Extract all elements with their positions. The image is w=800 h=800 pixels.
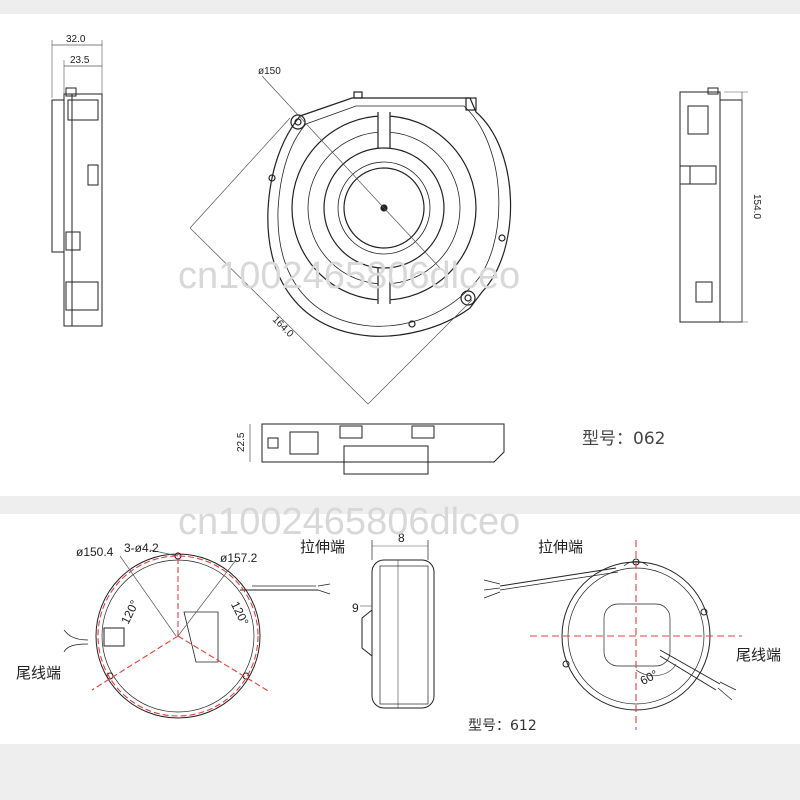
dim-middle-side: 9	[352, 601, 359, 615]
side-view-left	[51, 40, 103, 327]
label-tail-end-right: 尾线端	[736, 646, 781, 664]
angle-left-a: 120°	[118, 598, 142, 627]
left-view-red-axes	[91, 552, 271, 717]
watermark-text-lower: cn1002465806dlceo	[178, 501, 520, 543]
dim-lower-d1: ø150.4	[76, 545, 114, 559]
dim-inner-width: 23.5	[70, 55, 90, 66]
label-pull-end-right: 拉伸端	[538, 538, 583, 556]
angle-right: 60°	[638, 667, 661, 688]
right-view-wire-exit	[483, 558, 737, 711]
middle-divider-band	[0, 496, 800, 514]
bottom-divider-band	[0, 744, 800, 800]
angle-left-b: 120°	[228, 599, 252, 628]
right-view-angle-arc	[635, 663, 677, 677]
bottom-view	[249, 423, 505, 475]
watermark-text-top: cn1002465806dlceo	[178, 255, 520, 297]
dim-overall-width: 32.0	[66, 34, 86, 45]
left-view-dims	[119, 549, 237, 637]
label-tail-end-left: 尾线端	[16, 664, 61, 682]
middle-profile-view	[360, 540, 435, 709]
dim-bottom-height: 22.5	[236, 432, 247, 452]
model-label-062: 型号：062	[582, 429, 665, 449]
dim-lower-holes: 3-ø4.2	[124, 541, 159, 555]
top-divider-band	[0, 0, 800, 14]
right-view-red-axes	[530, 540, 742, 730]
label-pull-end-left: 拉伸端	[300, 538, 345, 556]
left-view-mount-holes	[63, 552, 331, 719]
dim-side-height: 154.0	[751, 194, 762, 219]
model-label-612: 型号：612	[468, 718, 537, 734]
front-view-blower	[189, 75, 512, 405]
dim-lower-d2: ø157.2	[220, 551, 258, 565]
dim-front-diagonal: 164.0	[270, 314, 296, 340]
dim-front-diameter: ø150	[258, 66, 281, 77]
side-view-right	[679, 87, 748, 323]
dim-middle-top: 8	[398, 531, 405, 545]
